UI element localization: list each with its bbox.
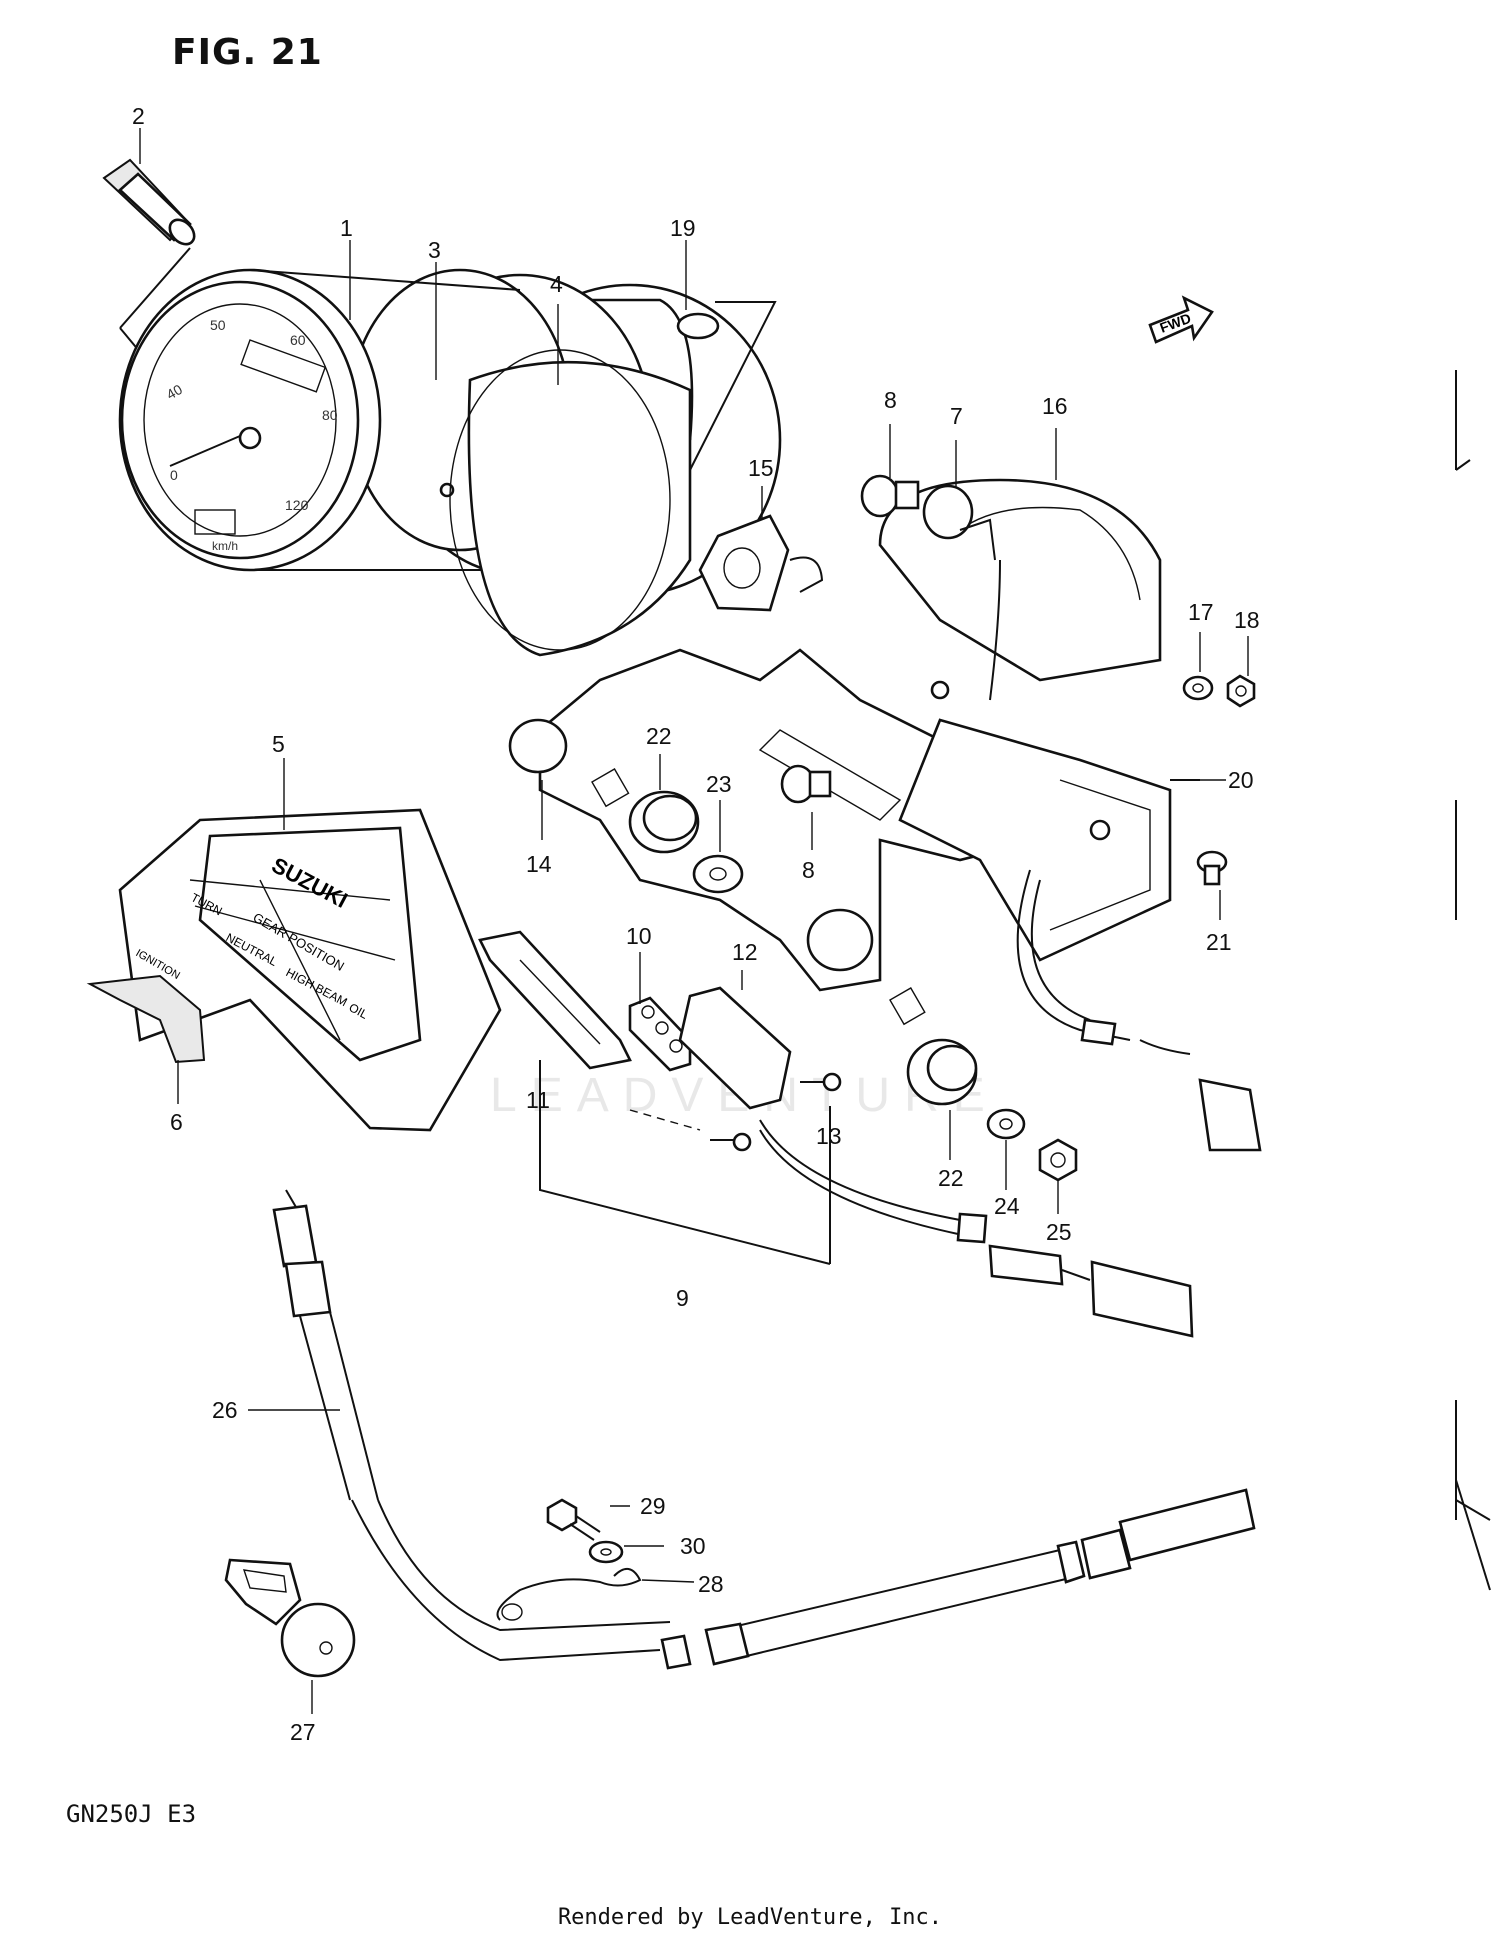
part-speedometer-cable-26[interactable] xyxy=(272,1189,1256,1670)
part-washer-17[interactable] xyxy=(1182,675,1214,701)
svg-text:40: 40 xyxy=(164,381,186,403)
callout-28[interactable]: 28 xyxy=(698,1571,724,1597)
part-gear-switch-board-12[interactable] xyxy=(678,986,792,1110)
callout-22a[interactable]: 22 xyxy=(646,723,672,749)
callout-19[interactable]: 19 xyxy=(670,215,696,241)
part-cable-fitting[interactable] xyxy=(102,158,199,353)
svg-text:80: 80 xyxy=(322,407,338,423)
figure-title: FIG. 21 xyxy=(172,32,323,73)
callout-29[interactable]: 29 xyxy=(640,1493,666,1519)
part-bulb-8a[interactable] xyxy=(860,474,920,518)
leader-lines xyxy=(139,128,1249,1714)
footer-credit: Rendered by LeadVenture, Inc. xyxy=(557,1905,943,1930)
part-cable-clamp-27[interactable] xyxy=(224,1558,356,1678)
callout-8a[interactable]: 8 xyxy=(884,387,897,413)
callout-18[interactable]: 18 xyxy=(1234,607,1260,633)
callout-5[interactable]: 5 xyxy=(272,731,285,757)
callout-12[interactable]: 12 xyxy=(732,939,758,965)
callout-22b[interactable]: 22 xyxy=(938,1165,964,1191)
callout-26[interactable]: 26 xyxy=(212,1397,238,1423)
part-washer-23[interactable] xyxy=(692,854,744,894)
callout-21[interactable]: 21 xyxy=(1206,929,1232,955)
callout-15[interactable]: 15 xyxy=(748,455,774,481)
part-bolt-29[interactable] xyxy=(546,1498,601,1541)
callout-4[interactable]: 4 xyxy=(550,271,563,297)
part-screw-13b[interactable] xyxy=(710,1132,752,1152)
svg-text:120: 120 xyxy=(285,497,309,513)
callout-24[interactable]: 24 xyxy=(994,1193,1020,1219)
part-wiring-harness-lower[interactable] xyxy=(759,1119,1194,1338)
callout-2[interactable]: 2 xyxy=(132,103,145,129)
part-cable-clip-28[interactable] xyxy=(496,1568,642,1621)
callout-14[interactable]: 14 xyxy=(526,851,552,877)
callout-1[interactable]: 1 xyxy=(340,215,353,241)
callout-13[interactable]: 13 xyxy=(816,1123,842,1149)
svg-text:50: 50 xyxy=(210,317,226,333)
callout-8b[interactable]: 8 xyxy=(802,857,815,883)
part-indicator-board-11[interactable] xyxy=(478,930,632,1070)
callout-9[interactable]: 9 xyxy=(676,1285,689,1311)
svg-text:60: 60 xyxy=(290,332,306,348)
callout-27[interactable]: 27 xyxy=(290,1719,316,1745)
part-meter-base-20[interactable] xyxy=(898,718,1200,962)
part-cover-6[interactable] xyxy=(86,974,206,1064)
part-bulb-sockets-10[interactable] xyxy=(628,996,692,1072)
part-meter-case[interactable] xyxy=(449,349,692,657)
part-socket-7[interactable] xyxy=(922,484,996,561)
part-wiring-harness-right[interactable] xyxy=(1016,869,1262,1152)
part-washer-30[interactable] xyxy=(588,1540,624,1564)
part-grommet-22b[interactable] xyxy=(906,1038,978,1106)
part-cushion-15[interactable] xyxy=(698,514,824,612)
part-screw-21[interactable] xyxy=(1196,850,1228,886)
svg-text:0: 0 xyxy=(170,467,178,483)
callout-17[interactable]: 17 xyxy=(1188,599,1214,625)
binding-marks xyxy=(1455,370,1491,1591)
callout-30[interactable]: 30 xyxy=(680,1533,706,1559)
part-bulb-8b[interactable] xyxy=(780,764,832,804)
callout-10[interactable]: 10 xyxy=(626,923,652,949)
part-nut-25[interactable] xyxy=(1038,1138,1078,1182)
callout-23[interactable]: 23 xyxy=(706,771,732,797)
model-code: GN250J E3 xyxy=(66,1800,197,1828)
callout-11[interactable]: 11 xyxy=(526,1087,550,1113)
callout-7[interactable]: 7 xyxy=(950,403,963,429)
assembly-9-brackets xyxy=(539,1060,831,1265)
part-grommet-22a[interactable] xyxy=(628,790,700,854)
callout-16[interactable]: 16 xyxy=(1042,393,1068,419)
callout-3[interactable]: 3 xyxy=(428,237,441,263)
callout-6[interactable]: 6 xyxy=(170,1109,183,1135)
callout-20[interactable]: 20 xyxy=(1228,767,1254,793)
part-grommet-19[interactable] xyxy=(676,301,777,471)
part-indicator-panel-5[interactable]: SUZUKI GEAR POSITION TURN NEUTRAL HIGH B… xyxy=(118,808,502,1132)
fwd-arrow-icon: FWD xyxy=(1148,295,1214,344)
part-nut-18[interactable] xyxy=(1226,674,1256,708)
part-screw-13a[interactable] xyxy=(800,1072,842,1092)
svg-text:km/h: km/h xyxy=(212,539,238,553)
callout-25[interactable]: 25 xyxy=(1046,1219,1072,1245)
part-washer-24[interactable] xyxy=(986,1108,1026,1140)
callouts: 2 1 3 4 19 15 8 7 16 17 18 20 21 22 23 1… xyxy=(132,103,1260,1745)
part-housing-16[interactable] xyxy=(878,478,1162,701)
